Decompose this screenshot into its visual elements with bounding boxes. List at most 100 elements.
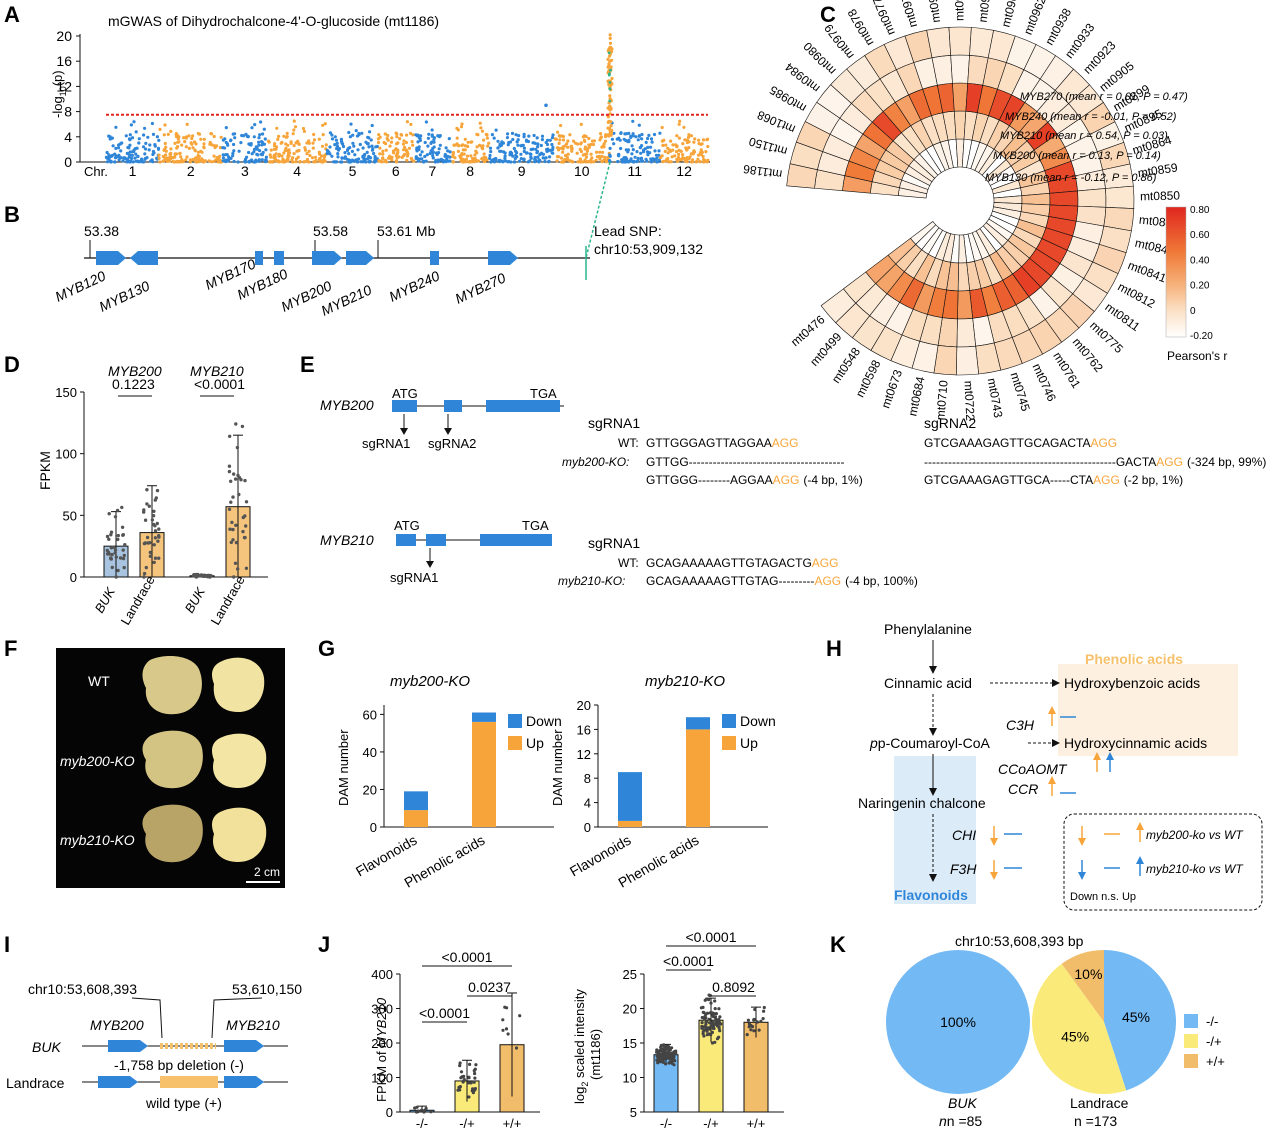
d-datapoint xyxy=(233,477,238,481)
manhattan-point xyxy=(165,159,170,163)
manhattan-point xyxy=(608,146,612,150)
j-datapoint xyxy=(473,1071,477,1076)
j-datapoint xyxy=(707,1027,711,1031)
panel-letter-b: B xyxy=(4,202,20,227)
e-gene-myb200: MYB200 xyxy=(320,397,374,413)
d-datapoint xyxy=(145,488,149,492)
manhattan-point xyxy=(510,131,515,135)
manhattan-point xyxy=(538,159,542,163)
manhattan-point xyxy=(318,152,322,156)
manhattan-point xyxy=(608,154,612,158)
manhattan-point xyxy=(410,140,414,144)
manhattan-point xyxy=(313,155,318,159)
manhattan-point xyxy=(581,153,585,157)
pvalue-myb210: <0.0001 xyxy=(194,376,245,392)
manhattan-point xyxy=(639,159,644,163)
manhattan-point xyxy=(479,144,483,148)
manhattan-point xyxy=(652,132,657,137)
manhattan-point xyxy=(257,159,261,163)
j-datapoint xyxy=(413,1106,417,1110)
manhattan-point xyxy=(522,135,526,139)
d-datapoint xyxy=(237,492,241,497)
manhattan-point xyxy=(163,147,167,151)
manhattan-point xyxy=(263,137,267,141)
j-datapoint xyxy=(704,997,709,1001)
e-seq200-ko1b: GTTGGG--------AGGAAAGG(-4 bp, 1%) xyxy=(646,473,863,487)
manhattan-point xyxy=(431,146,435,151)
manhattan-point xyxy=(459,156,463,160)
chromosome-label: 8 xyxy=(466,163,474,179)
j-datapoint xyxy=(713,1040,717,1044)
d-datapoint xyxy=(153,556,158,560)
manhattan-point xyxy=(125,151,129,155)
manhattan-point xyxy=(261,132,265,136)
e-seq210-ko: GCAGAAAAAGTTGTAG---------AGG(-4 bp, 100%… xyxy=(646,574,918,588)
manhattan-point xyxy=(470,156,475,160)
manhattan-point xyxy=(687,133,691,137)
manhattan-point xyxy=(333,143,337,147)
metabolite-label: mt0598 xyxy=(853,357,884,399)
d-datapoint xyxy=(152,509,156,513)
manhattan-point xyxy=(146,135,150,139)
j-datapoint xyxy=(708,1011,712,1015)
j-datapoint xyxy=(416,1109,420,1113)
manhattan-point xyxy=(631,148,635,152)
manhattan-point xyxy=(563,158,567,162)
metabolite-label: mt1150 xyxy=(747,134,789,158)
manhattan-point xyxy=(581,135,586,139)
manhattan-point xyxy=(395,135,399,139)
j-datapoint xyxy=(467,1076,471,1080)
manhattan-point xyxy=(702,158,706,162)
manhattan-point xyxy=(704,150,708,154)
j-datapoint xyxy=(717,1026,721,1030)
manhattan-point xyxy=(312,138,317,142)
manhattan-point xyxy=(130,136,135,140)
colorbar-label: Pearson's r xyxy=(1167,349,1227,363)
manhattan-point xyxy=(636,156,640,160)
manhattan-point xyxy=(594,158,598,162)
manhattan-point xyxy=(134,130,138,134)
manhattan-point xyxy=(524,151,529,155)
a-ytick-label: 0 xyxy=(64,154,72,170)
manhattan-point xyxy=(260,143,264,147)
manhattan-point xyxy=(368,130,372,134)
manhattan-point xyxy=(352,144,356,148)
manhattan-point xyxy=(682,125,686,129)
chromosome-label: 5 xyxy=(349,163,357,179)
manhattan-point xyxy=(650,140,654,144)
manhattan-point xyxy=(386,156,391,160)
manhattan-point xyxy=(105,150,109,155)
manhattan-point xyxy=(233,132,237,136)
manhattan-point xyxy=(130,153,134,157)
gene-block-myb270 xyxy=(488,251,518,265)
k-landrace-n: n =173 xyxy=(1074,1113,1117,1129)
manhattan-point xyxy=(334,138,338,142)
manhattan-point xyxy=(188,158,192,162)
metabolite-label: mt0850 xyxy=(1140,189,1181,204)
manhattan-point xyxy=(485,158,489,162)
metabolite-label: mt0684 xyxy=(905,375,927,417)
j-datapoint xyxy=(713,1015,718,1019)
manhattan-point xyxy=(307,141,311,145)
colorbar-tick: 0.80 xyxy=(1190,205,1210,216)
manhattan-point xyxy=(698,160,702,164)
d-datapoint xyxy=(122,553,127,558)
manhattan-point xyxy=(311,146,315,150)
manhattan-point xyxy=(196,157,201,162)
manhattan-point xyxy=(639,156,644,160)
j-datapoint xyxy=(752,1029,756,1033)
gene-block-myb120 xyxy=(96,251,126,265)
manhattan-point xyxy=(675,134,679,138)
manhattan-point xyxy=(259,120,263,124)
manhattan-point xyxy=(532,133,536,138)
d-datapoint xyxy=(194,574,199,578)
j-ytick-label: 100 xyxy=(371,1071,393,1086)
metabolite-label: mt0977 xyxy=(870,0,898,37)
manhattan-point xyxy=(336,152,340,156)
enzyme-labels: C3H CCoAOMT CCR CHI F3H xyxy=(950,717,1068,877)
manhattan-point xyxy=(419,157,423,161)
manhattan-point xyxy=(362,157,366,161)
manhattan-point xyxy=(128,150,132,154)
